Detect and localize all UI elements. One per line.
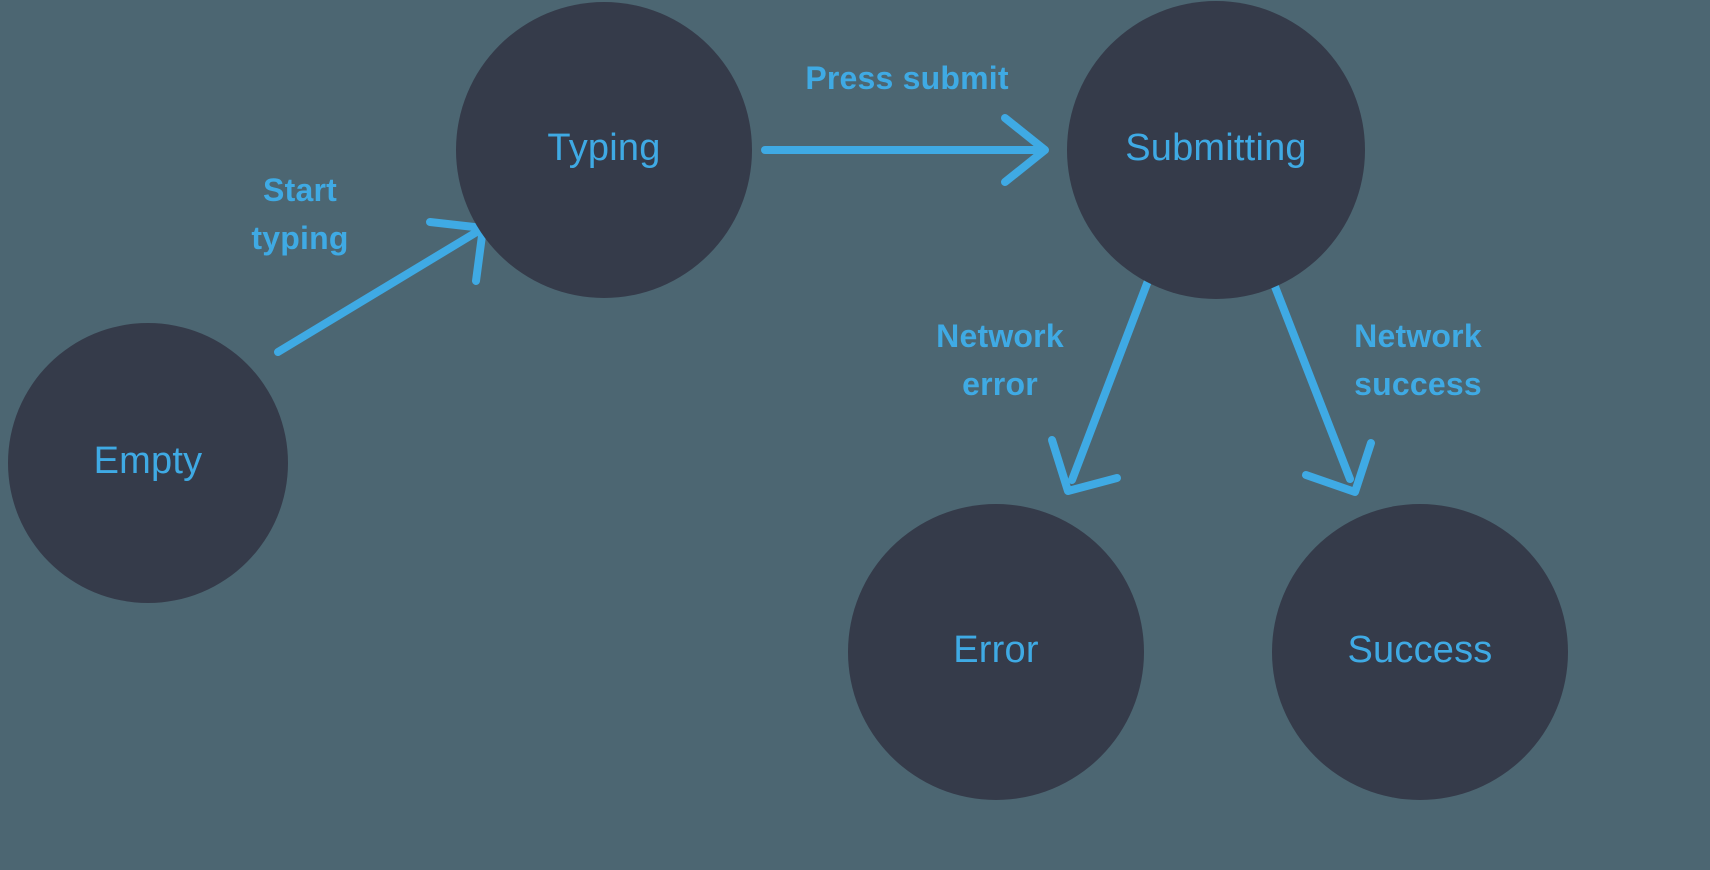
edge-label-line: Start [263, 172, 337, 208]
edge-submitting-to-error [1048, 277, 1152, 495]
state-circle[interactable] [848, 504, 1144, 800]
state-label-error: Error [953, 629, 1039, 671]
edge-label-line: success [1354, 366, 1482, 402]
state-circle[interactable] [1272, 504, 1568, 800]
edge-label-submitting-to-error: Network error [936, 318, 1064, 402]
edge-label-line: Network [1354, 318, 1482, 354]
edge-submitting-to-success [1268, 275, 1375, 496]
state-circle[interactable] [456, 2, 752, 298]
state-node-submitting[interactable]: Submitting [1067, 1, 1365, 299]
edge-label-line: Network [936, 318, 1064, 354]
edge-label-submitting-to-success: Network success [1354, 318, 1482, 402]
state-label-success: Success [1347, 629, 1492, 671]
state-node-empty[interactable]: Empty [8, 323, 288, 603]
edges-layer [274, 114, 1375, 496]
edge-label-line: error [962, 366, 1038, 402]
edge-line [1068, 277, 1152, 484]
state-node-error[interactable]: Error [848, 504, 1144, 800]
state-node-success[interactable]: Success [1272, 504, 1568, 800]
arrowhead-icon [1302, 439, 1375, 496]
state-label-typing: Typing [547, 127, 660, 169]
state-circle[interactable] [1067, 1, 1365, 299]
arrowhead-icon [1001, 114, 1049, 186]
edge-label-empty-to-typing: Start typing [251, 172, 348, 256]
state-node-typing[interactable]: Typing [456, 2, 752, 298]
state-circle[interactable] [8, 323, 288, 603]
edge-label-line: typing [251, 220, 348, 256]
edge-label-typing-to-submitting: Press submit [805, 60, 1009, 96]
edge-line [1268, 275, 1354, 483]
state-label-submitting: Submitting [1125, 127, 1307, 169]
edge-label-line: Press submit [805, 60, 1009, 96]
edge-line [274, 226, 484, 356]
arrowhead-icon [1048, 436, 1121, 495]
edge-typing-to-submitting [761, 114, 1049, 186]
state-label-empty: Empty [94, 440, 203, 482]
